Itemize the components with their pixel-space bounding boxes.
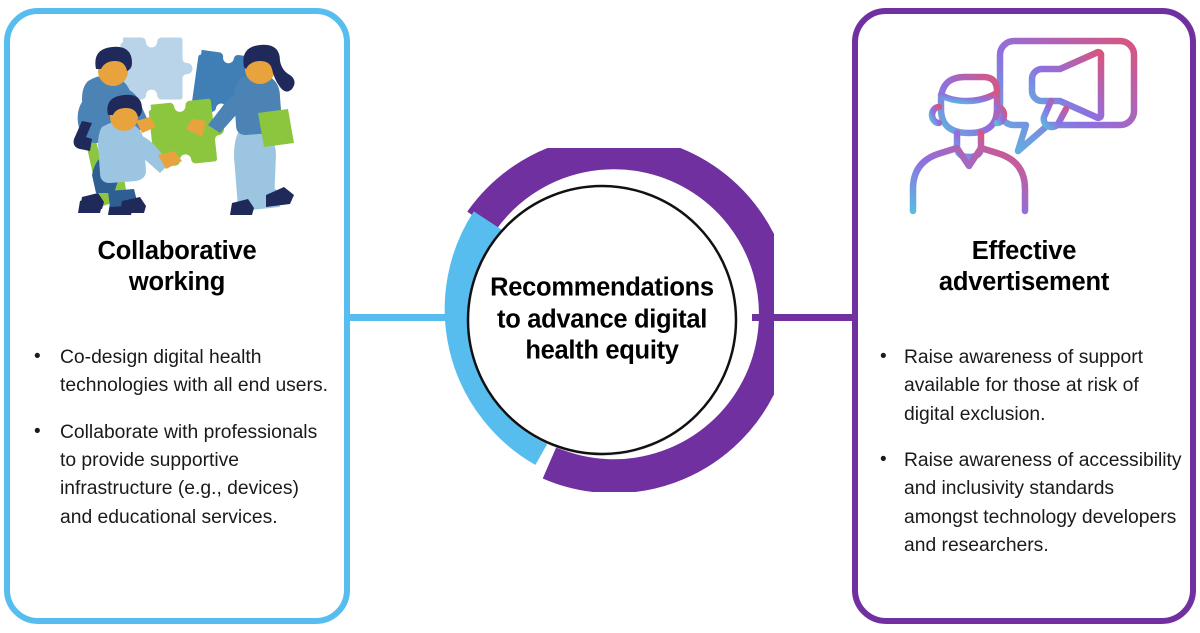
puzzle-piece-pale-icon — [120, 37, 193, 100]
list-item: Collaborate with professionals to provid… — [16, 418, 334, 532]
branch-title-effective-advertisement: Effective advertisement — [872, 236, 1176, 298]
person-kneeling-middle — [80, 94, 182, 213]
person-standing-right — [186, 44, 295, 215]
branch-title-line-1: Effective — [971, 237, 1077, 265]
purple-arc — [467, 148, 774, 492]
hub-label-line-1: Recommendations — [490, 273, 714, 302]
puzzle-piece-green-icon — [148, 98, 225, 168]
list-item: Raise awareness of accessibility and inc… — [864, 446, 1186, 560]
branch-title-line-1: Collaborative — [97, 237, 257, 265]
branch-bullet-list-collaborative-working: Co-design digital health technologies wi… — [16, 343, 334, 550]
left-connector — [345, 314, 471, 321]
branch-title-line-2: working — [128, 268, 226, 297]
hub-label-line-2: to advance digital — [497, 305, 707, 334]
branch-card-collaborative-working: Collaborative working Co-design digital … — [4, 8, 350, 624]
list-item: Co-design digital health technologies wi… — [16, 343, 334, 401]
hub-label-line-3: health equity — [525, 336, 679, 365]
person-megaphone-speech-bubble-icon — [858, 20, 1190, 230]
list-item: Raise awareness of support available for… — [864, 343, 1186, 429]
center-hub: Recommendations to advance digital healt… — [430, 148, 774, 492]
blue-arc — [444, 211, 553, 465]
branch-card-effective-advertisement: Effective advertisement Raise awareness … — [852, 8, 1196, 624]
hub-inner-disc-face — [466, 184, 738, 456]
teamwork-puzzle-illustration — [10, 20, 344, 230]
branch-title-line-2: advertisement — [938, 268, 1110, 297]
right-connector — [752, 314, 858, 321]
hub-label: Recommendations to advance digital healt… — [466, 273, 738, 368]
branch-bullet-list-effective-advertisement: Raise awareness of support available for… — [864, 343, 1186, 579]
branch-title-collaborative-working: Collaborative working — [24, 236, 330, 298]
